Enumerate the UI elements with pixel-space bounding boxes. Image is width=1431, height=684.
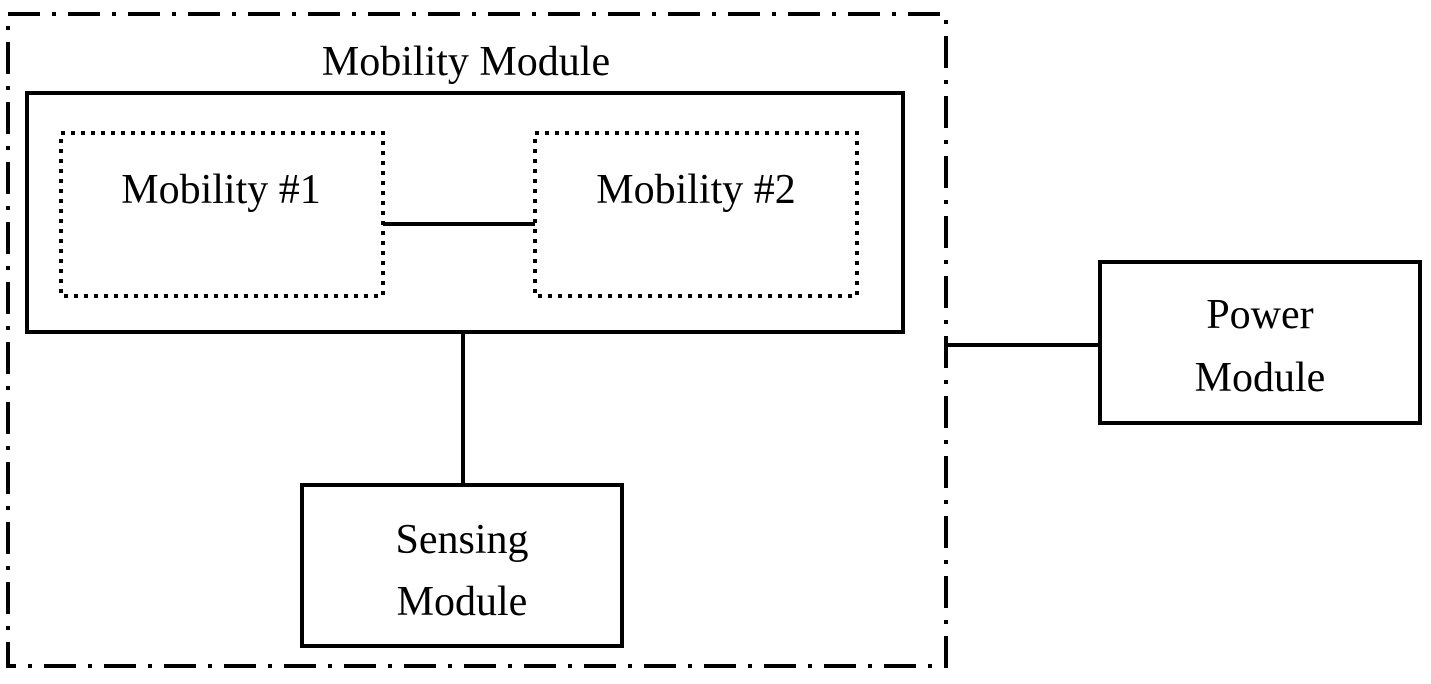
power-module-label-line1: Power: [1206, 292, 1313, 338]
mobility-module-title: Mobility Module: [322, 39, 610, 85]
sensing-module-label-line1: Sensing: [395, 517, 528, 563]
power-module-label-line2: Module: [1195, 355, 1326, 401]
mobility-1-box: [59, 131, 385, 298]
sensing-module-label-line2: Module: [397, 579, 528, 625]
sensing-module-box: [300, 483, 624, 648]
mobility-2-box: [533, 131, 859, 298]
outer-system-boundary: [6, 12, 948, 668]
mobility-1-label: Mobility #1: [121, 167, 321, 213]
mobility-2-label: Mobility #2: [596, 167, 796, 213]
power-module-box: [1098, 260, 1422, 425]
